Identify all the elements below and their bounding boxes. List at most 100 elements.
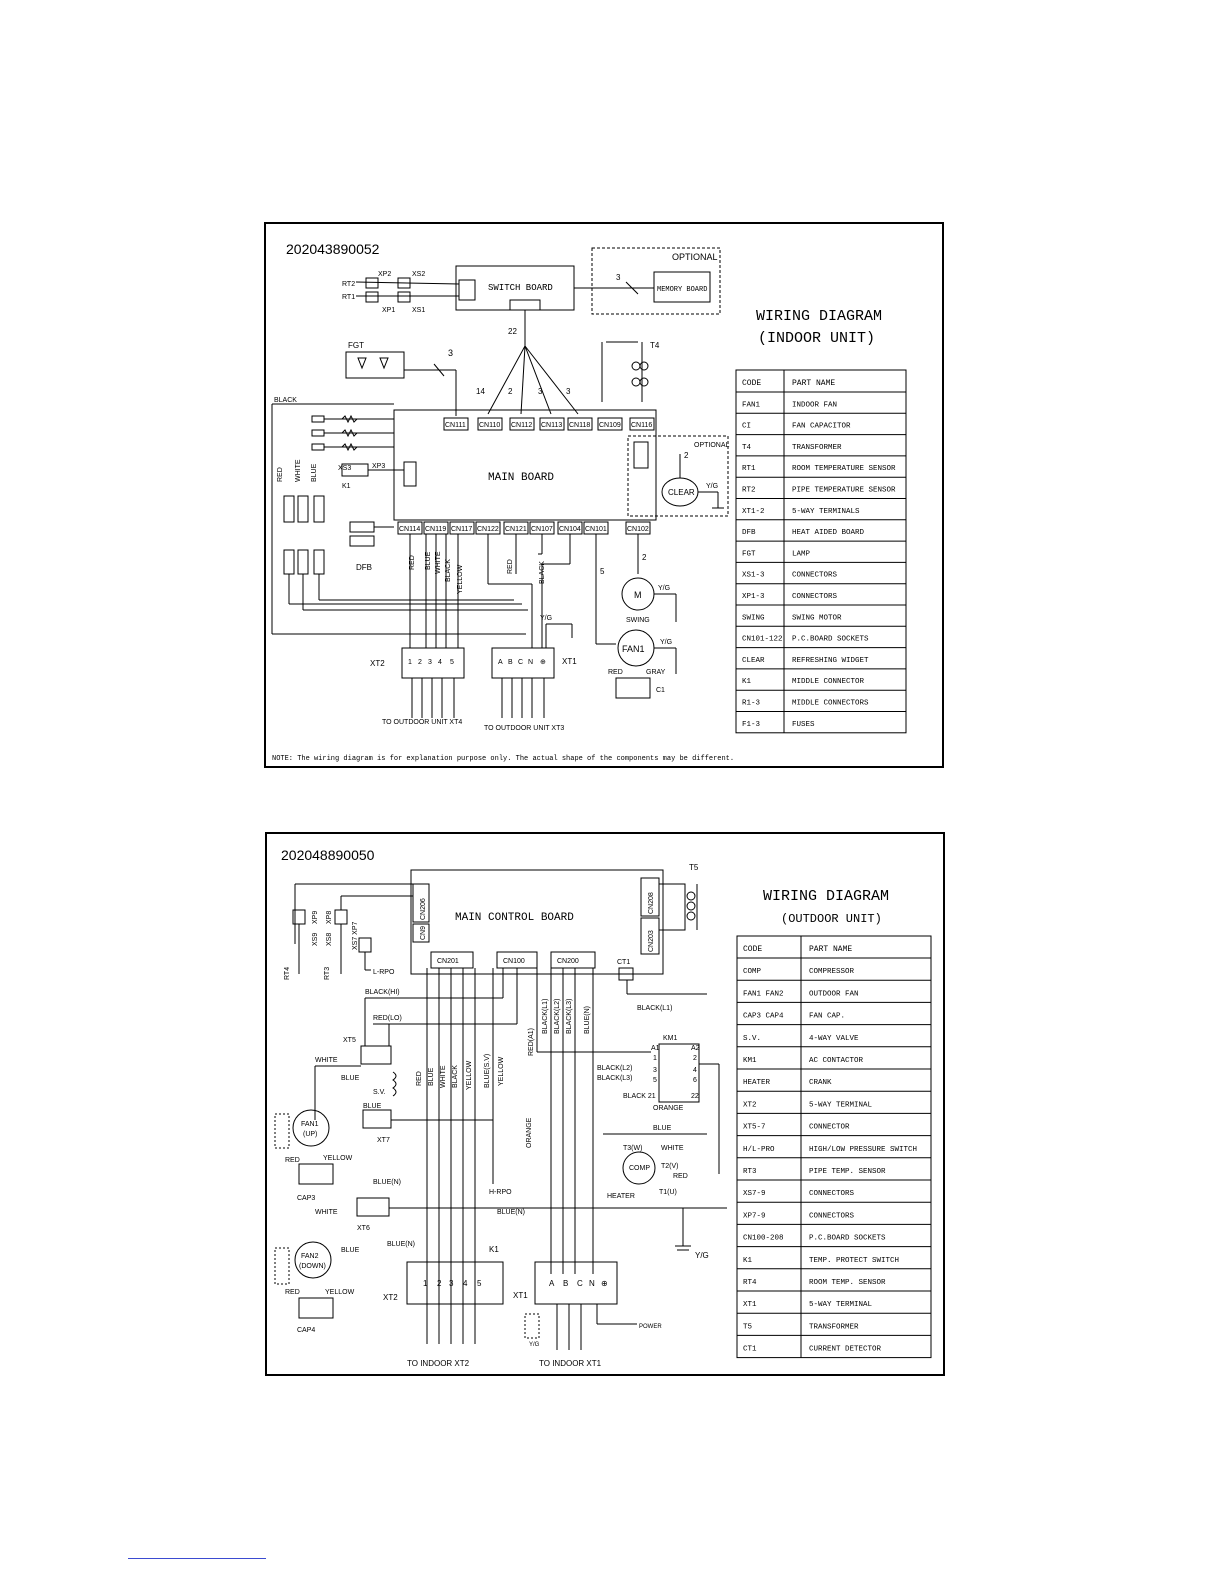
outdoor-parts-table-frame — [736, 935, 932, 1359]
svg-text:T1(U): T1(U) — [659, 1189, 677, 1196]
svg-text:T5: T5 — [689, 863, 699, 872]
svg-text:5: 5 — [477, 1279, 482, 1288]
svg-text:KM1: KM1 — [663, 1035, 678, 1042]
indoor-note: NOTE: The wiring diagram is for explanat… — [272, 755, 734, 763]
svg-text:CLEAR: CLEAR — [668, 488, 695, 497]
svg-text:BLUE(N): BLUE(N) — [373, 1179, 401, 1186]
svg-text:BLACK(L1): BLACK(L1) — [637, 1005, 672, 1012]
svg-text:BLACK(L2): BLACK(L2) — [554, 999, 561, 1034]
connector-cn200: CN200 — [557, 958, 579, 965]
connector-cn121: CN121 — [505, 526, 527, 533]
svg-text:YELLOW: YELLOW — [457, 564, 464, 594]
transformer-t5 — [659, 883, 686, 931]
indoor-parts-part-name: 5-WAY TERMINALS — [792, 508, 860, 516]
indoor-parts-code: RT1 — [742, 465, 756, 473]
connector-cn101: CN101 — [585, 526, 607, 533]
outdoor-wire-color-labels: RED BLUE WHITE BLACK YELLOW BLUE(S.V) YE… — [416, 999, 591, 1148]
indoor-parts-part-name: P.C.BOARD SOCKETS — [792, 636, 869, 644]
outdoor-parts-part-name: AC CONTACTOR — [809, 1057, 864, 1065]
svg-text:C: C — [518, 659, 523, 666]
indoor-parts-part-name: HEAT AIDED BOARD — [792, 529, 865, 537]
svg-text:4: 4 — [463, 1279, 468, 1288]
svg-text:XT1: XT1 — [513, 1291, 528, 1300]
svg-text:YELLOW: YELLOW — [325, 1289, 355, 1296]
svg-text:Y/G: Y/G — [660, 639, 672, 646]
connector-cn119: CN119 — [425, 526, 446, 533]
svg-text:XP9: XP9 — [312, 911, 319, 924]
svg-text:RED(A1): RED(A1) — [528, 1028, 535, 1056]
indoor-parts-part-name: ROOM TEMPERATURE SENSOR — [792, 465, 896, 473]
outdoor-parts-part-name: CRANK — [809, 1079, 832, 1087]
connector-cn208: CN208 — [648, 892, 655, 914]
connector-xt5 — [360, 1045, 392, 1065]
svg-text:WHITE: WHITE — [295, 459, 302, 482]
connector-cn107: CN107 — [531, 526, 553, 533]
footer-link-underline — [128, 1558, 266, 1559]
svg-text:A: A — [549, 1279, 555, 1288]
outdoor-parts-part-name: OUTDOOR FAN — [809, 990, 859, 998]
connector-cn117: CN117 — [451, 526, 472, 533]
outdoor-parts-part-name: CONNECTOR — [809, 1124, 850, 1132]
outdoor-parts-code: H/L-PRO — [743, 1146, 775, 1154]
connector-cn118: CN118 — [569, 422, 590, 429]
svg-text:2: 2 — [684, 451, 689, 460]
indoor-vertical-wires — [409, 534, 639, 648]
svg-text:RT4: RT4 — [284, 967, 291, 980]
connector-xt6 — [356, 1197, 390, 1217]
svg-text:C: C — [577, 1279, 583, 1288]
svg-text:BLUE(S.V): BLUE(S.V) — [484, 1054, 491, 1088]
svg-text:(DOWN): (DOWN) — [299, 1263, 326, 1270]
indoor-parts-code: CLEAR — [742, 657, 765, 665]
svg-text:RED: RED — [285, 1157, 300, 1164]
svg-text:B: B — [508, 659, 513, 666]
outdoor-parts-part-name: CONNECTORS — [809, 1190, 855, 1198]
svg-text:A: A — [498, 659, 503, 666]
outdoor-parts-code: XP7-9 — [743, 1212, 766, 1220]
svg-text:SWING: SWING — [626, 617, 650, 624]
indoor-title-1: WIRING DIAGRAM — [756, 308, 882, 325]
indoor-parts-code: K1 — [742, 678, 752, 686]
indoor-parts-part-name: FAN CAPACITOR — [792, 423, 851, 431]
svg-text:FAN1: FAN1 — [622, 644, 645, 654]
indoor-parts-table-frame — [735, 369, 907, 734]
indoor-parts-code: R1-3 — [742, 700, 761, 708]
svg-text:XS3: XS3 — [338, 465, 351, 472]
indoor-parts-code: CN101-122 — [742, 636, 783, 644]
svg-text:3: 3 — [616, 273, 621, 282]
outdoor-parts-code: RT3 — [743, 1168, 757, 1176]
connector-cn203: CN203 — [648, 930, 655, 952]
svg-text:XT5: XT5 — [343, 1037, 356, 1044]
outdoor-doc-number: 202048890050 — [281, 847, 375, 863]
svg-text:N: N — [589, 1279, 595, 1288]
t4-label: T4 — [650, 341, 660, 350]
main-board — [393, 409, 657, 521]
svg-text:TO OUTDOOR UNIT XT3: TO OUTDOOR UNIT XT3 — [484, 725, 564, 732]
svg-text:BLUE: BLUE — [311, 463, 318, 482]
svg-text:3: 3 — [448, 348, 453, 358]
svg-text:4: 4 — [693, 1067, 697, 1074]
fuses-and-resistors — [311, 414, 394, 452]
main-board-label: MAIN BOARD — [488, 472, 554, 484]
svg-text:XT1: XT1 — [562, 657, 577, 666]
indoor-wiring-diagram: 202043890052 OPTIONAL MEMORY BOARD 3 SWI… — [264, 222, 944, 768]
svg-text:YELLOW: YELLOW — [323, 1155, 353, 1162]
svg-text:CT1: CT1 — [617, 959, 630, 966]
svg-text:BLACK: BLACK — [274, 397, 297, 404]
indoor-parts-code: XP1-3 — [742, 593, 765, 601]
svg-text:Y/G: Y/G — [706, 483, 718, 490]
outdoor-vertical-wires — [426, 968, 494, 1344]
svg-text:K1: K1 — [342, 483, 351, 490]
svg-text:YELLOW: YELLOW — [466, 1060, 473, 1090]
svg-text:BLACK: BLACK — [445, 559, 452, 582]
memory-board-label: MEMORY BOARD — [657, 286, 707, 294]
outdoor-terminal-xt1 — [534, 1261, 618, 1305]
svg-text:22: 22 — [691, 1093, 699, 1100]
outdoor-parts-part-name: TRANSFORMER — [809, 1323, 859, 1331]
svg-text:RED: RED — [409, 555, 416, 570]
svg-text:BLUE: BLUE — [425, 551, 432, 570]
outdoor-parts-code: FAN1 FAN2 — [743, 990, 784, 998]
outdoor-parts-part-name: CONNECTORS — [809, 1212, 855, 1220]
svg-text:RT1: RT1 — [342, 294, 355, 301]
indoor-parts-part-name: CONNECTORS — [792, 572, 838, 580]
